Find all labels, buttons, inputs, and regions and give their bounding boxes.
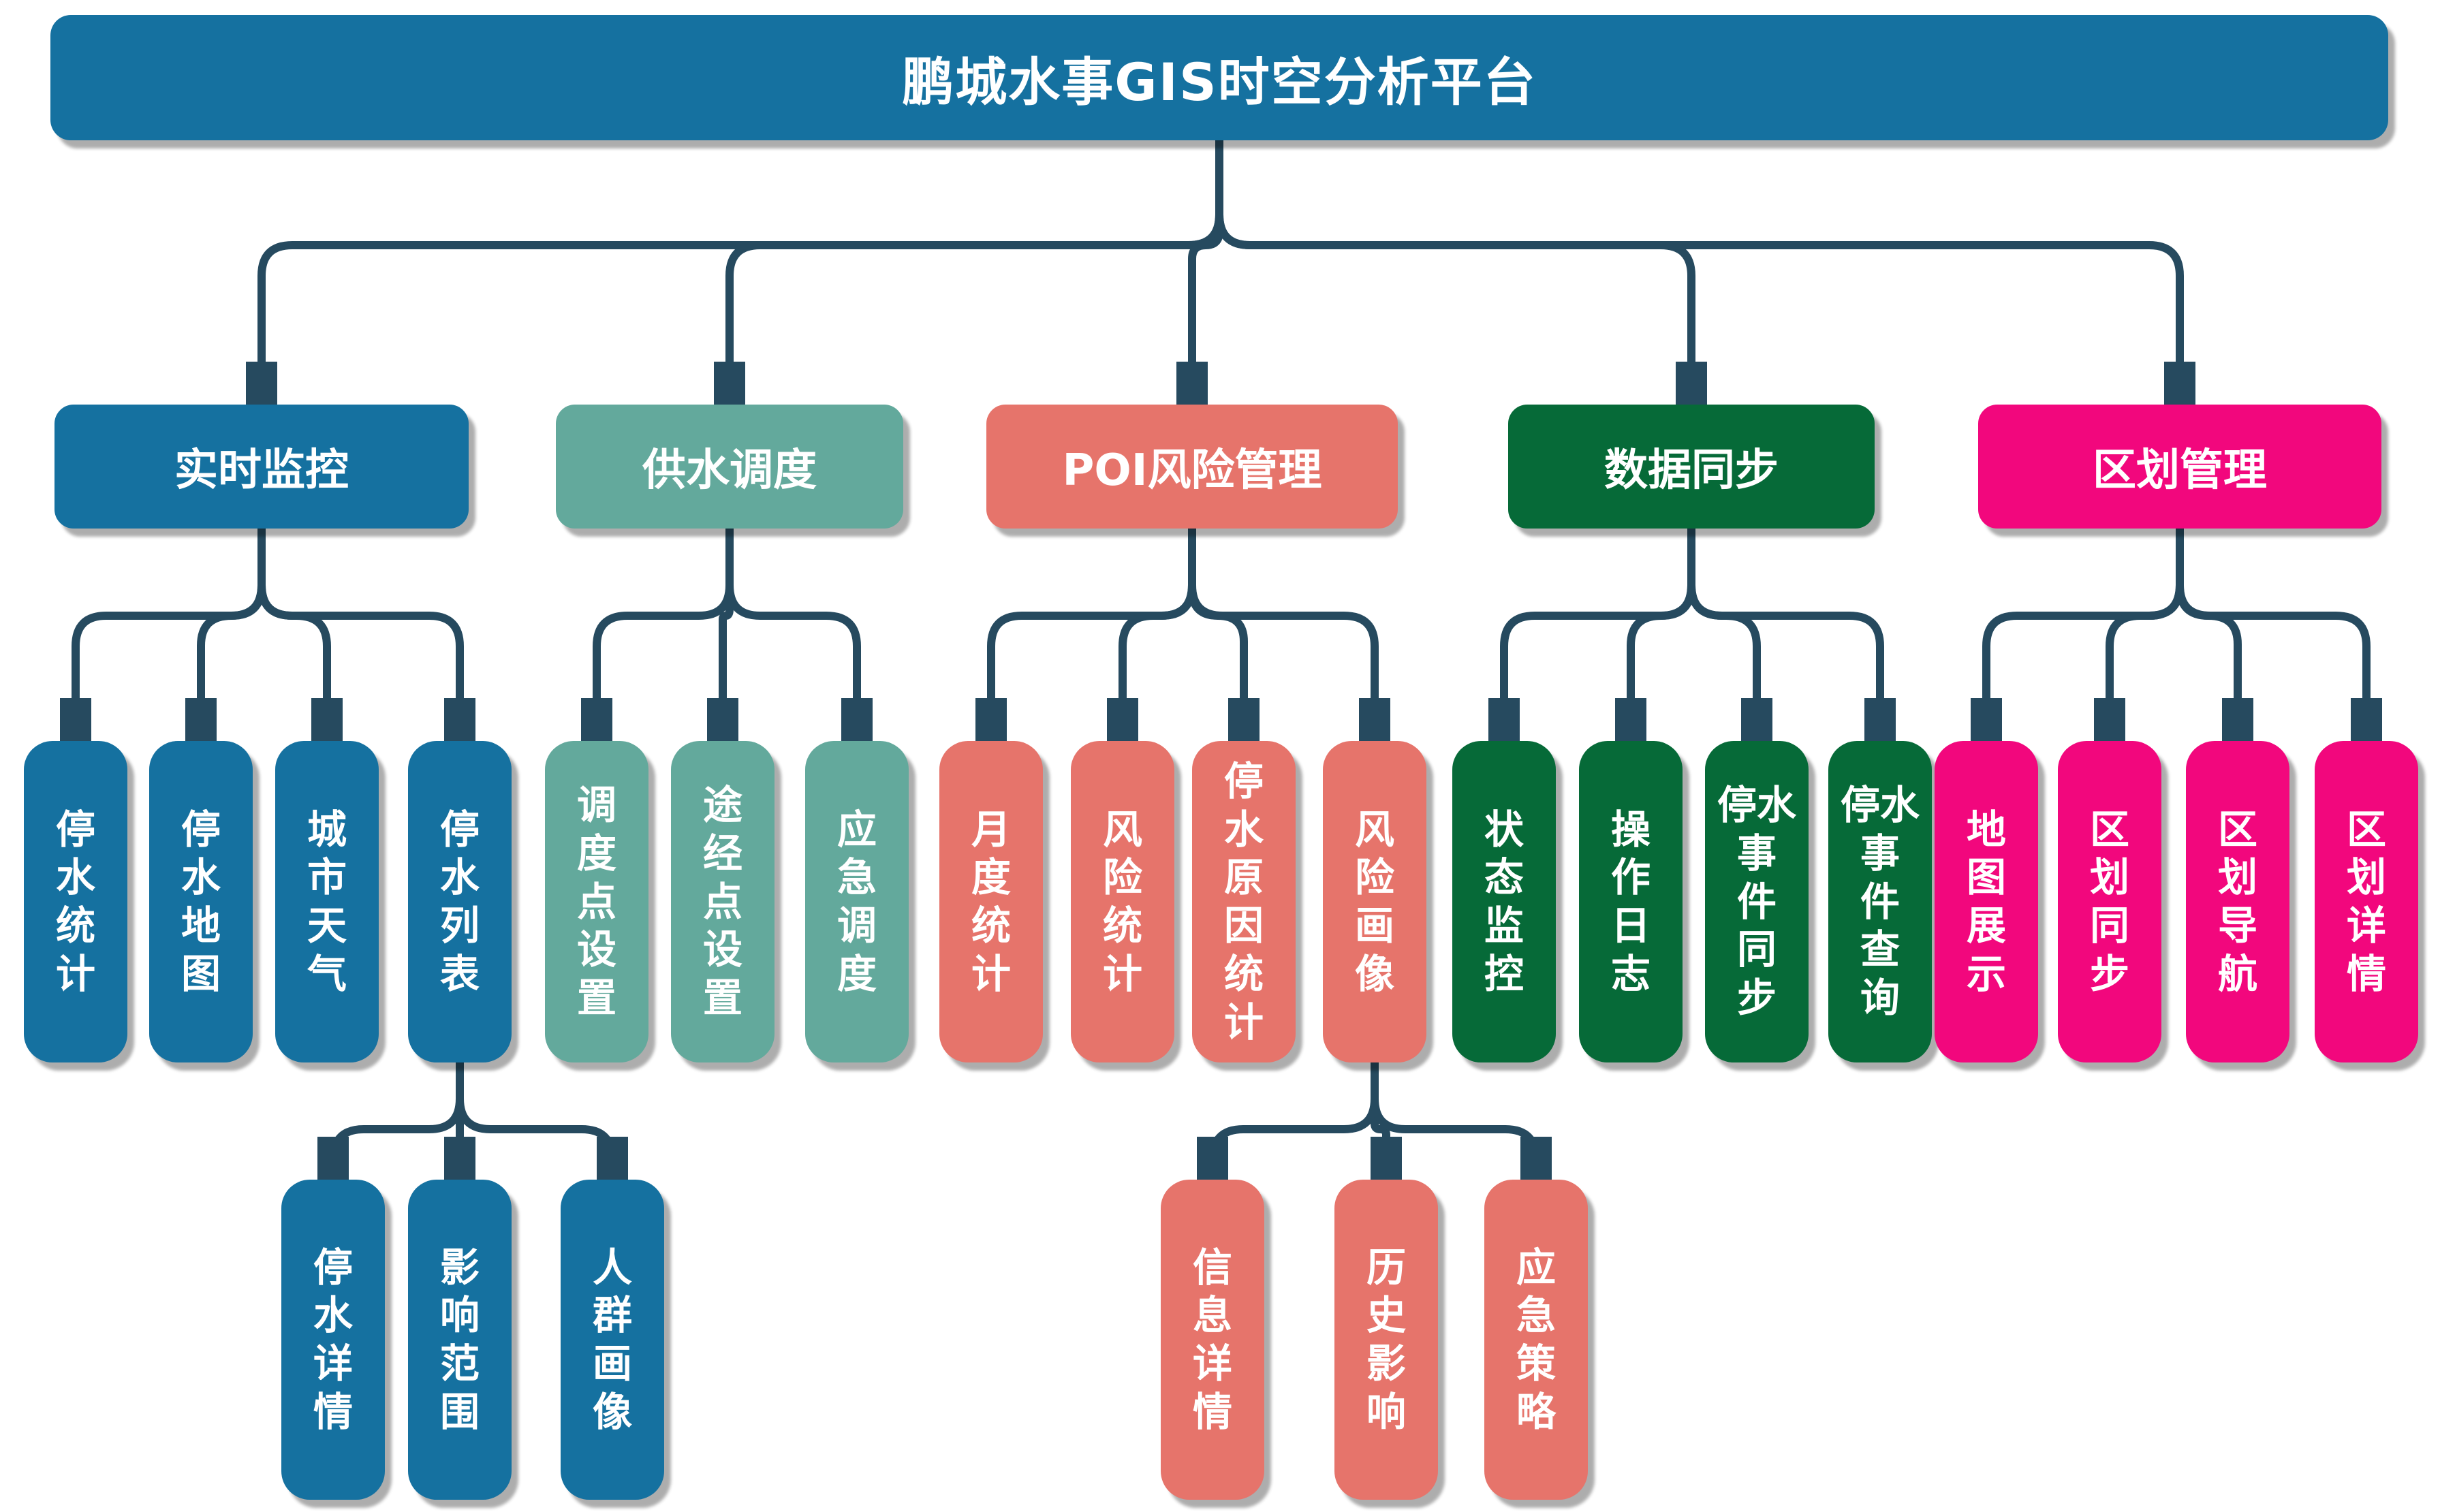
node-poi-risk-management: POI风险管理 xyxy=(986,405,1398,529)
edge-outagelist-detail xyxy=(333,1062,464,1172)
node-info-detail: 信 息 详 情 xyxy=(1161,1180,1264,1500)
edge-district-detail xyxy=(2176,529,2366,734)
node-emergency-strategy: 应 急 策 略 xyxy=(1484,1180,1588,1500)
node-realtime-monitor: 实时监控 xyxy=(54,405,469,529)
edge-poi-risk-stats xyxy=(1123,529,1196,734)
edge-poi-monthly-stats xyxy=(991,529,1196,734)
node-platform-title: 鹏城水事GIS时空分析平台 xyxy=(50,15,2388,140)
edge-sync-status-monitor xyxy=(1504,529,1695,734)
edge-riskprofile-info-detail xyxy=(1213,1062,1379,1172)
edge-outagelist-crowd-profile xyxy=(456,1062,612,1172)
edge-realtime-outage-stats xyxy=(76,529,266,734)
node-district-nav: 区 划 导 航 xyxy=(2186,741,2289,1062)
node-outage-event-query: 停水 事 件 查 询 xyxy=(1828,741,1932,1062)
edge-dispatch-waypoint-setting xyxy=(723,529,730,734)
node-impact-range: 影 响 范 围 xyxy=(408,1180,512,1500)
node-monthly-stats: 月 度 统 计 xyxy=(939,741,1043,1062)
node-data-sync: 数据同步 xyxy=(1508,405,1875,529)
edge-dispatch-emergency xyxy=(725,529,857,734)
node-history-impact: 历 史 影 响 xyxy=(1334,1180,1438,1500)
node-district-sync: 区 划 同 步 xyxy=(2058,741,2161,1062)
node-crowd-profile: 人 群 画 像 xyxy=(561,1180,664,1500)
edge-district-sync xyxy=(2110,529,2184,734)
node-outage-map: 停 水 地 图 xyxy=(149,741,253,1062)
node-risk-stats: 风 险 统 计 xyxy=(1071,741,1174,1062)
edge-district-map-display xyxy=(1986,529,2184,734)
edge-realtime-outage-list xyxy=(257,529,460,734)
node-dispatch-point-setting: 调 度 点 设 置 xyxy=(545,741,648,1062)
edge-root-poi xyxy=(1192,140,1223,397)
node-map-display: 地 图 展 示 xyxy=(1935,741,2038,1062)
edge-riskprofile-emergency-strategy xyxy=(1371,1062,1536,1172)
edge-poi-outage-cause-stats xyxy=(1188,529,1244,734)
node-emergency-dispatch: 应 急 调 度 xyxy=(805,741,909,1062)
edge-riskprofile-history-impact xyxy=(1371,1062,1386,1172)
node-operation-log: 操 作 日 志 xyxy=(1579,741,1683,1062)
node-outage-stats: 停 水 统 计 xyxy=(24,741,127,1062)
node-outage-list: 停 水 列 表 xyxy=(408,741,512,1062)
edge-root-dispatch xyxy=(730,140,1223,397)
edge-root-realtime xyxy=(262,140,1223,397)
node-district-detail: 区 划 详 情 xyxy=(2315,741,2418,1062)
edge-dispatch-point-setting xyxy=(597,529,734,734)
node-waypoint-setting: 途 经 点 设 置 xyxy=(671,741,775,1062)
node-risk-profile: 风 险 画 像 xyxy=(1323,741,1426,1062)
edge-realtime-outage-map xyxy=(201,529,266,734)
edge-sync-operation-log xyxy=(1631,529,1695,734)
edge-sync-outage-event-sync xyxy=(1687,529,1757,734)
node-water-dispatch: 供水调度 xyxy=(556,405,903,529)
node-outage-detail: 停 水 详 情 xyxy=(281,1180,385,1500)
edge-realtime-city-weather xyxy=(257,529,327,734)
node-status-monitor: 状 态 监 控 xyxy=(1452,741,1556,1062)
edge-poi-risk-profile xyxy=(1188,529,1375,734)
node-district-management: 区划管理 xyxy=(1978,405,2381,529)
edge-sync-outage-event-query xyxy=(1687,529,1880,734)
node-outage-cause-stats: 停 水 原 因 统 计 xyxy=(1192,741,1296,1062)
edge-root-datasync xyxy=(1215,140,1691,397)
edge-district-nav xyxy=(2176,529,2238,734)
node-city-weather: 城 市 天 气 xyxy=(275,741,379,1062)
node-outage-event-sync: 停水 事 件 同 步 xyxy=(1705,741,1809,1062)
edge-root-district xyxy=(1215,140,2180,397)
